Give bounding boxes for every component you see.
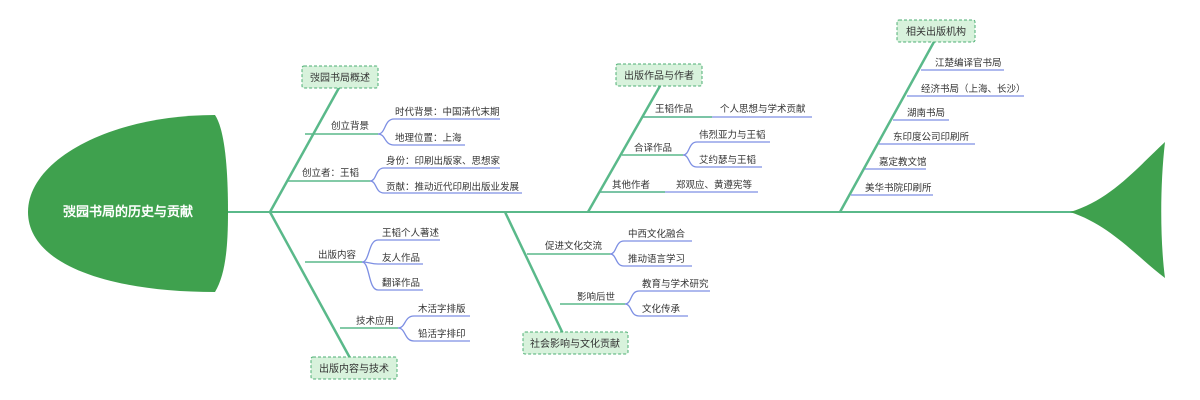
node-friend-works[interactable]: 友人作品 <box>382 252 420 264</box>
svg-text:出版作品与作者: 出版作品与作者 <box>624 69 694 82</box>
svg-text:出版内容与技术: 出版内容与技术 <box>319 362 389 375</box>
group-exchange: 促进文化交流 中西文化融合 推动语言学习 <box>527 228 692 267</box>
node-hunan[interactable]: 湖南书局 <box>907 107 945 119</box>
category-works-authors[interactable]: 出版作品与作者 <box>615 63 703 87</box>
node-edkins-wang[interactable]: 艾约瑟与王韬 <box>699 154 756 166</box>
node-content[interactable]: 出版内容 <box>318 249 357 261</box>
node-wang-works[interactable]: 王韬作品 <box>655 103 693 115</box>
bone-content-tech <box>268 211 352 359</box>
fish-head <box>28 115 228 292</box>
group-co-translated: 合译作品 伟烈亚力与王韬 艾约瑟与王韬 <box>622 129 770 168</box>
node-wood-type[interactable]: 木活字排版 <box>418 303 466 315</box>
node-meihua[interactable]: 美华书院印刷所 <box>865 182 932 194</box>
node-jiangchu[interactable]: 江楚编译官书局 <box>935 57 1002 69</box>
bone-institutions <box>838 39 937 213</box>
group-content: 出版内容 王韬个人著述 友人作品 翻译作品 <box>305 227 440 291</box>
node-language-learning[interactable]: 推动语言学习 <box>628 253 685 265</box>
group-other-authors: 其他作者 郑观应、黄遵宪等 <box>600 179 758 193</box>
group-technology: 技术应用 木活字排版 铅活字排印 <box>340 303 470 342</box>
node-era-background[interactable]: 时代背景：中国清代末期 <box>395 106 500 118</box>
node-exchange[interactable]: 促进文化交流 <box>545 240 603 252</box>
svg-text:弢园书局概述: 弢园书局概述 <box>310 71 370 84</box>
bone-works-authors <box>586 85 662 213</box>
node-founder-contribution[interactable]: 贡献：推动近代印刷出版业发展 <box>386 181 520 193</box>
node-wang-writings[interactable]: 王韬个人著述 <box>382 227 440 239</box>
node-education-research[interactable]: 教育与学术研究 <box>642 278 709 290</box>
node-wang-thought[interactable]: 个人思想与学术贡献 <box>720 103 806 115</box>
node-founder[interactable]: 创立者：王韬 <box>302 167 359 179</box>
fish-tail <box>1070 142 1165 278</box>
bone-social-impact <box>503 211 567 339</box>
fish-head-title[interactable]: 弢园书局的历史与贡献 <box>63 204 193 220</box>
node-founder-identity[interactable]: 身份：印刷出版家、思想家 <box>386 155 501 167</box>
node-jiading[interactable]: 嘉定教文馆 <box>879 156 927 168</box>
node-legacy[interactable]: 影响后世 <box>577 291 616 303</box>
node-culture-fusion[interactable]: 中西文化融合 <box>628 228 686 240</box>
node-co-translated[interactable]: 合译作品 <box>634 142 672 154</box>
svg-text:社会影响与文化贡献: 社会影响与文化贡献 <box>530 337 620 350</box>
group-institutions: 江楚编译官书局 经济书局（上海、长沙） 湖南书局 东印度公司印刷所 嘉定教文馆 … <box>851 57 1026 196</box>
node-east-india[interactable]: 东印度公司印刷所 <box>893 131 970 143</box>
category-institutions[interactable]: 相关出版机构 <box>896 19 976 43</box>
node-technology[interactable]: 技术应用 <box>356 315 394 327</box>
svg-text:相关出版机构: 相关出版机构 <box>906 25 966 38</box>
category-content-tech[interactable]: 出版内容与技术 <box>310 356 398 380</box>
node-founding-background[interactable]: 创立背景 <box>331 120 369 132</box>
category-overview[interactable]: 弢园书局概述 <box>301 65 379 89</box>
group-legacy: 影响后世 教育与学术研究 文化传承 <box>560 278 710 317</box>
node-location[interactable]: 地理位置：上海 <box>395 132 462 144</box>
group-founding-background: 创立背景 时代背景：中国清代末期 地理位置：上海 <box>305 106 500 146</box>
node-lead-type[interactable]: 铅活字排印 <box>418 328 466 340</box>
node-other-authors[interactable]: 其他作者 <box>612 179 650 191</box>
group-wang-works: 王韬作品 个人思想与学术贡献 <box>643 103 812 118</box>
category-social-impact[interactable]: 社会影响与文化贡献 <box>522 331 629 355</box>
node-translated-works[interactable]: 翻译作品 <box>382 277 420 289</box>
node-zheng-huang[interactable]: 郑观应、黄遵宪等 <box>676 179 753 191</box>
group-founder: 创立者：王韬 身份：印刷出版家、思想家 贡献：推动近代印刷出版业发展 <box>287 155 522 194</box>
node-cultural-heritage[interactable]: 文化传承 <box>642 303 681 315</box>
node-jingji[interactable]: 经济书局（上海、长沙） <box>921 83 1026 95</box>
bone-overview <box>268 85 342 213</box>
node-wylie-wang[interactable]: 伟烈亚力与王韬 <box>699 129 766 141</box>
